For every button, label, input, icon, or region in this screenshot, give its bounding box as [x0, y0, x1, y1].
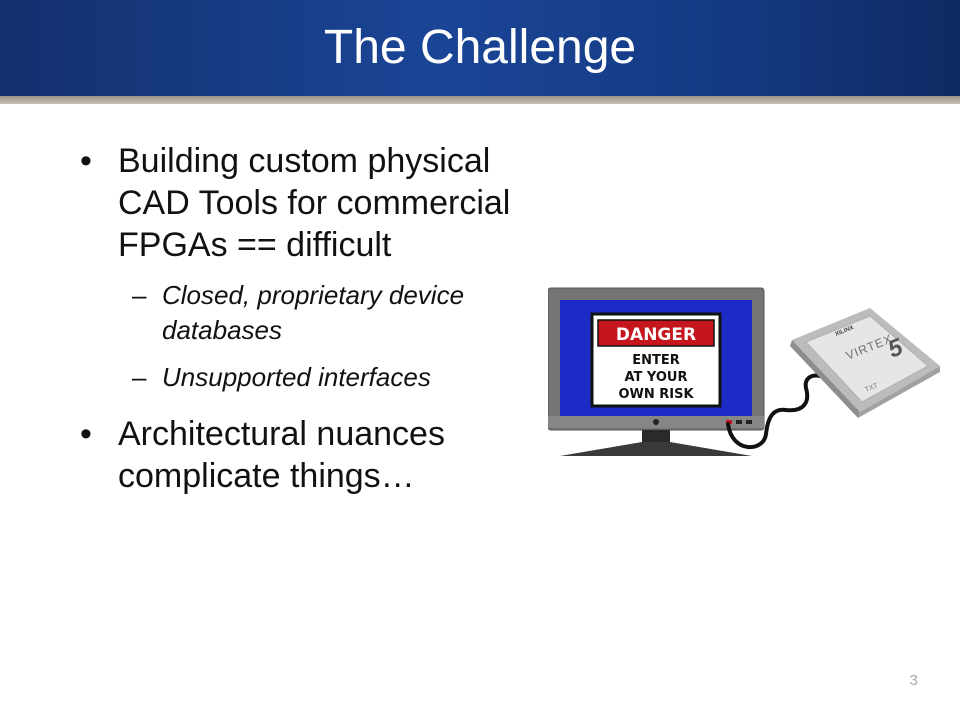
bullet-text: Building custom physical CAD Tools for c…	[118, 142, 511, 264]
sub-bullet-marker: –	[132, 362, 147, 392]
bullet-marker: •	[80, 415, 92, 453]
title-bar-divider	[0, 96, 960, 104]
bullet-text: Architectural nuances complicate things…	[118, 415, 445, 495]
chip-code: TXT	[864, 382, 880, 394]
sub-bullet-item: – Unsupported interfaces	[80, 360, 520, 395]
sub-bullet-text: Unsupported interfaces	[162, 362, 431, 392]
danger-monitor-illustration: DANGER ENTER AT YOUR OWN RISK XILINX VIR…	[548, 287, 940, 456]
sign-line: ENTER	[632, 353, 680, 368]
sign-line: OWN RISK	[618, 387, 694, 402]
sign-line: AT YOUR	[624, 370, 687, 385]
bullet-item: • Architectural nuances complicate thing…	[80, 413, 520, 497]
sub-bullet-text: Closed, proprietary device databases	[162, 280, 465, 345]
sign-header: DANGER	[616, 325, 696, 345]
danger-sign: DANGER ENTER AT YOUR OWN RISK	[590, 312, 722, 408]
fpga-chip-icon: XILINX VIRTEX 5 TXT	[790, 308, 940, 418]
bullet-item: • Building custom physical CAD Tools for…	[80, 140, 520, 266]
sub-bullet-marker: –	[132, 280, 147, 310]
bullet-marker: •	[80, 142, 92, 180]
cable-icon	[726, 373, 822, 450]
title-bar	[0, 0, 960, 96]
slide-number: 3	[909, 672, 918, 689]
sub-bullet-item: – Closed, proprietary device databases	[80, 278, 520, 348]
slide-content: • Building custom physical CAD Tools for…	[80, 140, 520, 497]
slide-title: The Challenge	[323, 21, 637, 74]
